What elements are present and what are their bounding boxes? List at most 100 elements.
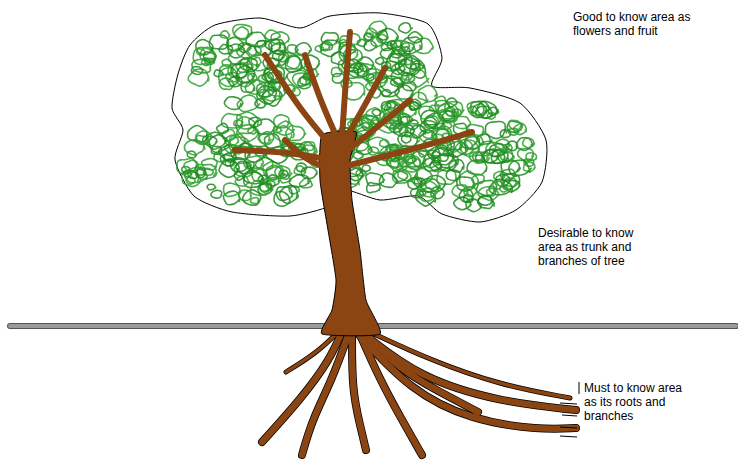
root	[370, 332, 570, 398]
crayon-stroke	[526, 153, 537, 161]
root	[360, 336, 576, 429]
crayon-stroke	[219, 78, 235, 90]
annotation-label: Desirable to know area as trunk and bran…	[537, 226, 651, 268]
crayon-stroke	[368, 137, 390, 153]
crayon-stroke	[223, 153, 236, 162]
crayon-stroke	[393, 169, 412, 183]
crayon-stroke	[193, 47, 216, 64]
crayon-stroke	[364, 33, 372, 40]
crayon-stroke	[276, 187, 293, 201]
crayon-stroke	[221, 114, 243, 128]
crayon-stroke	[229, 76, 242, 86]
crayon-stroke	[304, 142, 315, 151]
crayon-stroke	[266, 167, 286, 180]
crayon-stroke	[466, 199, 482, 212]
crayon-stroke	[372, 110, 381, 116]
crayon-stroke	[274, 115, 290, 128]
crayon-stroke	[269, 40, 285, 54]
crayon-stroke	[465, 134, 484, 149]
crayon-stroke	[507, 121, 522, 132]
crayon-stroke	[258, 133, 271, 143]
crayon-stroke	[487, 188, 496, 196]
root	[302, 330, 350, 455]
crayon-stroke	[414, 38, 434, 53]
crayon-stroke	[485, 121, 506, 138]
crayon-stroke	[442, 111, 455, 121]
crayon-stroke	[214, 70, 223, 77]
crayon-stroke	[192, 59, 211, 73]
crayon-stroke	[369, 21, 386, 33]
crayon-stroke	[239, 190, 252, 201]
branch	[305, 55, 338, 140]
crayon-stroke	[234, 27, 250, 40]
crayon-stroke	[217, 123, 229, 133]
branch	[348, 100, 410, 150]
crayon-stroke	[246, 162, 254, 168]
tree-branches	[235, 32, 472, 170]
crayon-stroke	[196, 131, 212, 144]
crayon-stroke	[399, 23, 413, 33]
crayon-stroke	[377, 30, 388, 40]
crayon-stroke	[482, 150, 499, 163]
crayon-stroke	[236, 65, 255, 82]
crayon-stroke	[301, 167, 317, 178]
crayon-stroke	[220, 31, 229, 38]
crayon-stroke	[222, 130, 237, 141]
root	[286, 330, 340, 372]
crayon-stroke	[207, 184, 216, 190]
branch	[235, 150, 330, 160]
crayon-stroke	[240, 58, 260, 72]
crayon-stroke	[394, 40, 410, 51]
crayon-stroke	[460, 171, 479, 189]
crayon-stroke	[472, 175, 485, 184]
crayon-stroke	[477, 101, 498, 118]
crayon-stroke	[467, 102, 484, 116]
leader-line	[560, 403, 577, 404]
canopy-scribbles	[177, 21, 537, 211]
crayon-stroke	[376, 57, 384, 64]
tree-roots	[262, 325, 579, 455]
crayon-stroke	[408, 32, 423, 43]
crayon-stroke	[496, 175, 511, 187]
crayon-stroke	[418, 86, 437, 102]
crayon-stroke	[211, 190, 222, 198]
crayon-stroke	[251, 181, 270, 196]
crayon-stroke	[419, 106, 436, 119]
root-outline	[302, 330, 350, 455]
crayon-stroke	[439, 108, 457, 123]
crayon-stroke	[224, 97, 242, 110]
crayon-stroke	[507, 141, 518, 151]
crayon-stroke	[446, 170, 460, 181]
leader-tick	[579, 382, 580, 394]
canopy-outline	[172, 13, 547, 222]
crayon-stroke	[379, 173, 397, 187]
crayon-stroke	[219, 45, 232, 54]
crayon-stroke	[394, 77, 403, 84]
crayon-stroke	[464, 187, 477, 197]
crayon-stroke	[184, 160, 201, 172]
crayon-stroke	[387, 54, 407, 70]
annotation-label: Good to know area as flowers and fruit	[572, 10, 696, 38]
crayon-stroke	[248, 128, 257, 134]
crayon-stroke	[320, 43, 330, 50]
branch	[342, 32, 350, 138]
crayon-stroke	[371, 37, 383, 46]
crayon-stroke	[419, 188, 435, 201]
crayon-stroke	[509, 120, 522, 130]
crayon-stroke	[428, 145, 449, 161]
root-outline	[360, 336, 576, 429]
leader-line	[560, 427, 577, 428]
crayon-stroke	[249, 117, 262, 127]
crayon-stroke	[476, 155, 485, 162]
crayon-stroke	[234, 120, 243, 126]
crayon-stroke	[184, 140, 204, 155]
branch	[350, 132, 472, 165]
leader-line	[560, 436, 577, 437]
crayon-stroke	[493, 181, 502, 189]
crayon-stroke	[285, 56, 302, 72]
crayon-stroke	[420, 121, 436, 133]
annotation-label: Must to know area as its roots and branc…	[583, 381, 699, 423]
crayon-stroke	[381, 102, 391, 110]
crayon-stroke	[433, 154, 457, 171]
